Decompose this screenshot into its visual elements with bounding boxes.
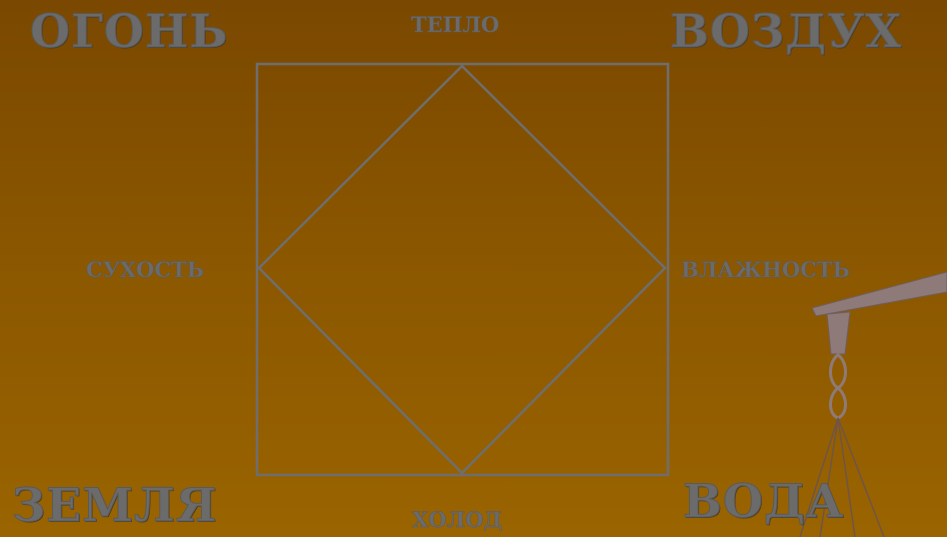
quality-dryness-label: СУХОСТЬ [86,259,204,280]
element-earth-label: ЗЕМЛЯ [12,482,217,528]
scales-chain-link-lower [831,388,846,418]
element-fire-label: ОГОНЬ [30,8,228,54]
element-water-label: ВОДА [683,478,844,524]
scales-chain-link-upper [831,355,846,388]
quality-moisture-label: ВЛАЖНОСТЬ [681,259,850,280]
quality-heat-label: ТЕПЛО [411,14,499,35]
scales-string-right [838,418,884,537]
scales-hanger [827,312,850,354]
quality-cold-label: ХОЛОД [412,509,502,530]
element-air-label: ВОЗДУХ [670,8,902,54]
